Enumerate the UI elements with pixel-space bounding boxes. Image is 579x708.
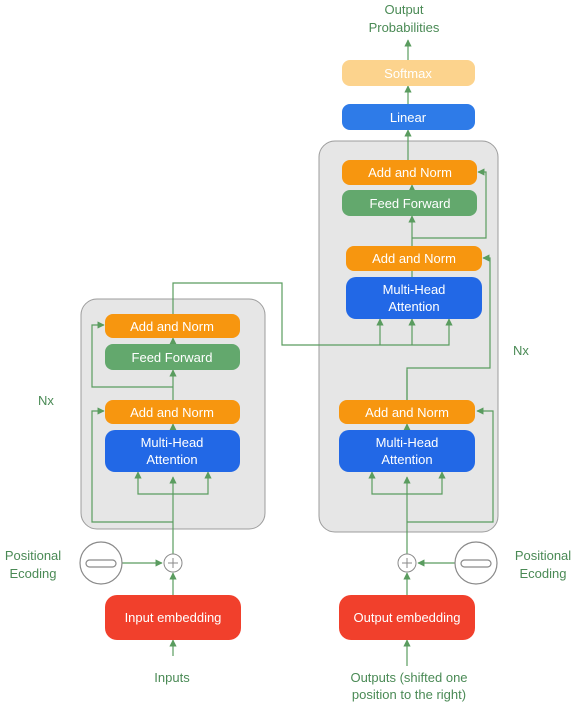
encoder-add-norm-top: Add and Norm [105,314,240,338]
outputs-label-line1: Outputs (shifted one [350,670,467,685]
encoder-add-norm-bottom-label: Add and Norm [130,405,214,420]
encoder-add-norm-bottom: Add and Norm [105,400,240,424]
output-probabilities-line2: Probabilities [369,20,440,35]
encoder-positional-sine-icon [79,541,123,585]
decoder-add-norm-top: Add and Norm [342,160,477,185]
pos-encoding-right-line2: Ecoding [520,566,567,581]
pos-encoding-left-line1: Positional [5,548,61,563]
decoder-cross-attention-line2: Attention [388,299,439,314]
encoder-nx-label: Nx [38,393,54,408]
input-embedding-box: Input embedding [105,595,241,640]
decoder-add-norm-middle: Add and Norm [346,246,482,271]
pos-encoding-left-line2: Ecoding [10,566,57,581]
input-embedding-label: Input embedding [125,610,222,625]
linear-label: Linear [390,110,427,125]
inputs-label: Inputs [154,670,190,685]
decoder-cross-attention-line1: Multi-Head [383,282,446,297]
encoder-adder-icon [163,553,183,573]
output-embedding-label: Output embedding [354,610,461,625]
decoder-positional-sine-icon [454,541,498,585]
decoder-nx-label: Nx [513,343,529,358]
encoder-multi-head-attention: Multi-Head Attention [105,430,240,472]
decoder-self-attention-line1: Multi-Head [376,435,439,450]
output-embedding-box: Output embedding [339,595,475,640]
decoder-adder-icon [397,553,417,573]
decoder-feed-forward: Feed Forward [342,190,477,216]
decoder-add-norm-top-label: Add and Norm [368,165,452,180]
decoder-add-norm-middle-label: Add and Norm [372,251,456,266]
outputs-label-line2: position to the right) [352,687,466,702]
encoder-attention-line2: Attention [146,452,197,467]
encoder-feed-forward-label: Feed Forward [132,350,213,365]
softmax-box: Softmax [342,60,475,86]
connector-lines [91,39,494,666]
decoder-feed-forward-label: Feed Forward [370,196,451,211]
decoder-add-norm-bottom-label: Add and Norm [365,405,449,420]
decoder-add-norm-bottom: Add and Norm [339,400,475,424]
decoder-self-attention-line2: Attention [381,452,432,467]
output-probabilities-line1: Output [384,2,423,17]
encoder-attention-line1: Multi-Head [141,435,204,450]
pos-encoding-right-line1: Positional [515,548,571,563]
decoder-self-attention: Multi-Head Attention [339,430,475,472]
decoder-cross-attention: Multi-Head Attention [346,277,482,319]
encoder-add-norm-top-label: Add and Norm [130,319,214,334]
encoder-feed-forward: Feed Forward [105,344,240,370]
linear-box: Linear [342,104,475,130]
softmax-label: Softmax [384,66,432,81]
